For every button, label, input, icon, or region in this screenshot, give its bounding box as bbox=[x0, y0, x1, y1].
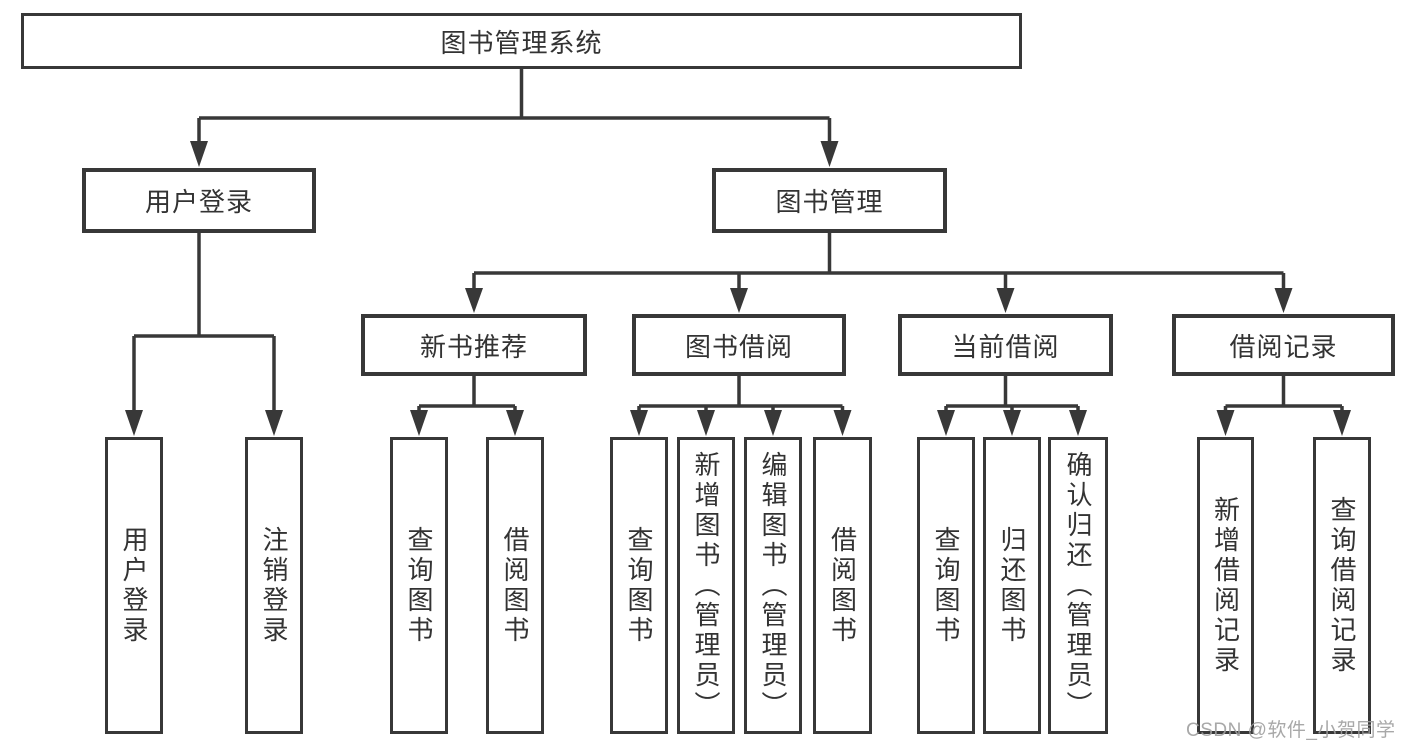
leaf-edit-books-admin: 编辑图书（管理员） bbox=[744, 437, 802, 734]
leaf-add-borrow-record: 新增借阅记录 bbox=[1197, 437, 1254, 734]
connector-strokes bbox=[132, 69, 1344, 420]
leaf-borrow-books-recommend: 借阅图书 bbox=[486, 437, 544, 734]
node-current-borrowing: 当前借阅 bbox=[898, 314, 1113, 376]
leaf-label: 新增图书（管理员） bbox=[691, 450, 721, 721]
leaf-label: 借阅图书 bbox=[500, 525, 530, 646]
node-book-borrowing: 图书借阅 bbox=[632, 314, 846, 376]
leaf-label: 借阅图书 bbox=[827, 525, 858, 646]
leaf-label: 查询借阅记录 bbox=[1327, 495, 1357, 676]
leaf-logout: 注销登录 bbox=[245, 437, 303, 734]
leaf-borrow-books: 借阅图书 bbox=[813, 437, 872, 734]
leaf-add-books-admin: 新增图书（管理员） bbox=[677, 437, 735, 734]
leaf-label: 确认归还（管理员） bbox=[1063, 450, 1093, 721]
leaf-label: 查询图书 bbox=[404, 525, 434, 646]
node-new-book-recommendation: 新书推荐 bbox=[361, 314, 587, 376]
leaf-return-books: 归还图书 bbox=[983, 437, 1041, 734]
node-book-management: 图书管理 bbox=[712, 168, 947, 233]
leaf-user-login: 用户登录 bbox=[105, 437, 163, 734]
node-library-management-system: 图书管理系统 bbox=[21, 13, 1022, 69]
watermark: CSDN @软件_小贺同学 bbox=[1186, 720, 1396, 741]
leaf-label: 查询图书 bbox=[624, 525, 654, 646]
node-user-login: 用户登录 bbox=[82, 168, 316, 233]
leaf-query-books-borrow: 查询图书 bbox=[610, 437, 668, 734]
leaf-confirm-return-admin: 确认归还（管理员） bbox=[1048, 437, 1108, 734]
leaf-query-borrow-record: 查询借阅记录 bbox=[1313, 437, 1371, 734]
leaf-label: 编辑图书（管理员） bbox=[758, 450, 788, 721]
leaf-query-books-recommend: 查询图书 bbox=[390, 437, 448, 734]
leaf-query-books-current: 查询图书 bbox=[917, 437, 975, 734]
leaf-label: 新增借阅记录 bbox=[1210, 495, 1241, 676]
leaf-label: 注销登录 bbox=[259, 525, 289, 646]
leaf-label: 用户登录 bbox=[119, 525, 149, 646]
node-borrowing-records: 借阅记录 bbox=[1172, 314, 1395, 376]
leaf-label: 查询图书 bbox=[931, 525, 961, 646]
arrowheads bbox=[125, 141, 1351, 436]
leaf-label: 归还图书 bbox=[997, 525, 1027, 646]
